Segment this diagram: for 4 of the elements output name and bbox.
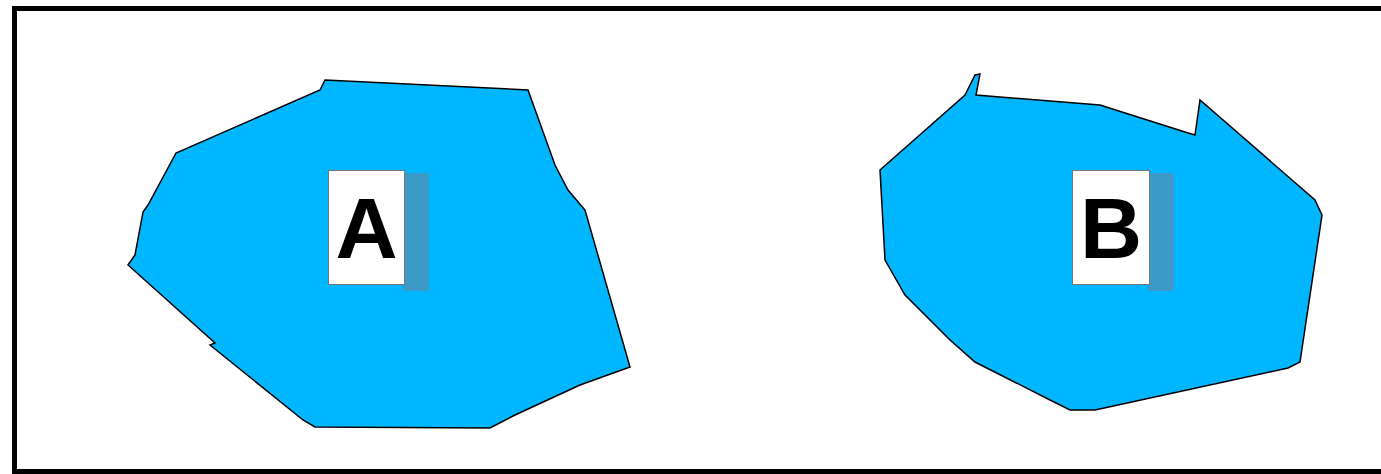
letter-label: A bbox=[328, 170, 405, 285]
letter-label: B bbox=[1072, 170, 1150, 285]
blob-shape bbox=[128, 80, 630, 428]
blob-shape bbox=[880, 74, 1322, 410]
